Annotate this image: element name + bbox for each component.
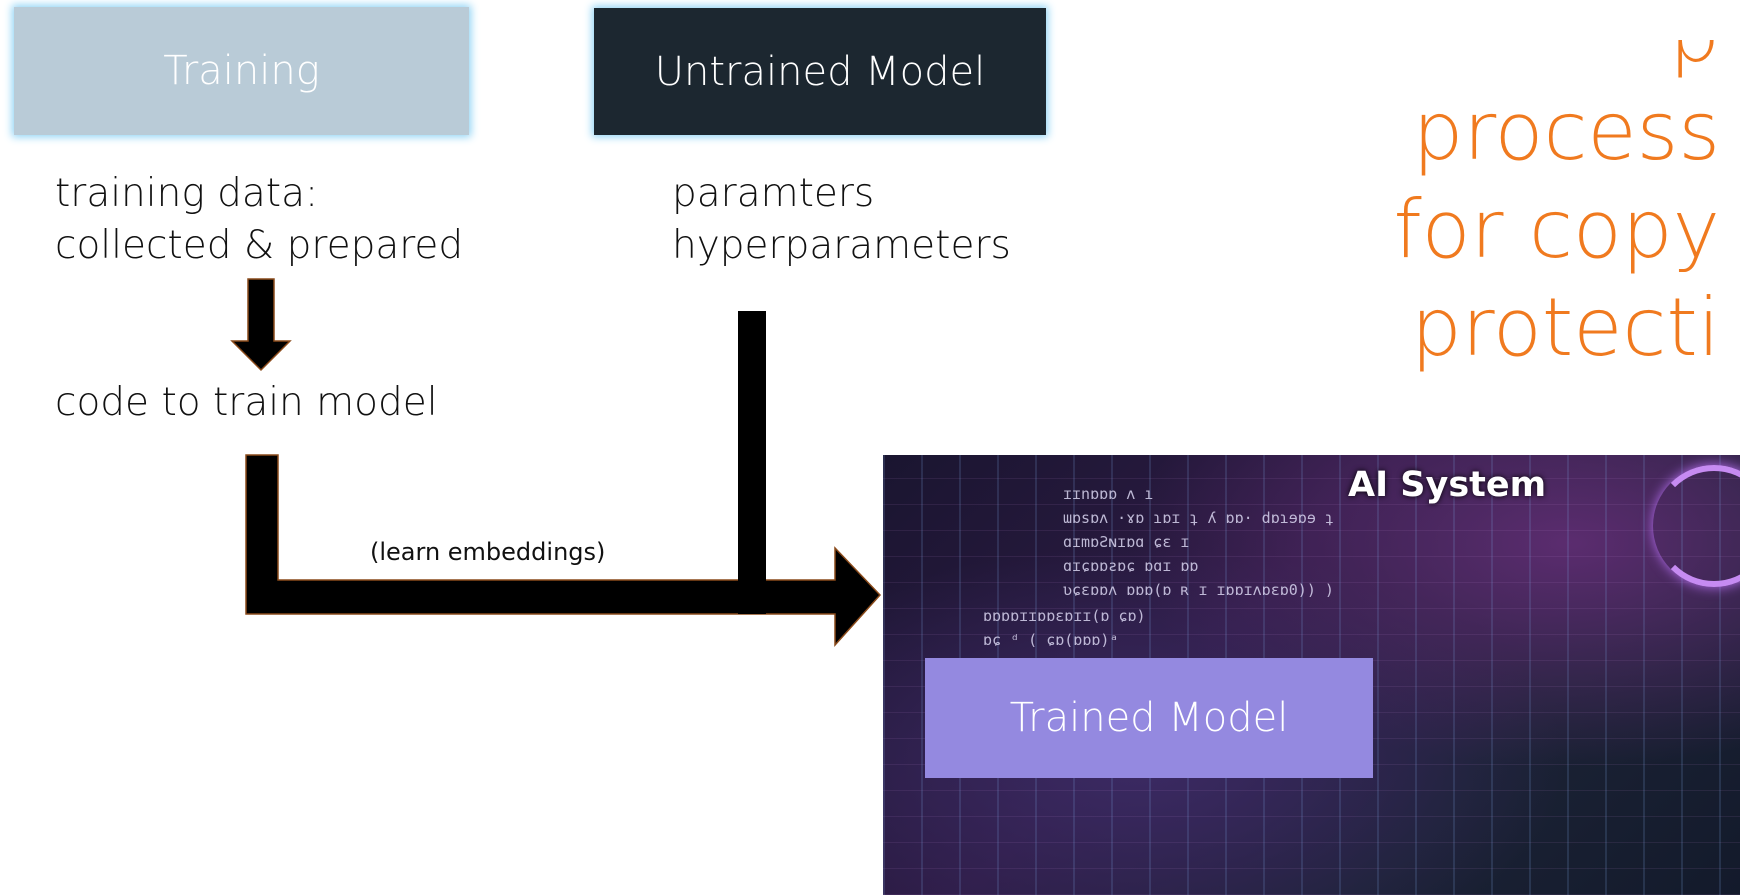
ai-system-title: AI System <box>1348 465 1547 505</box>
code-line: ɑɪmɒƧɴɪɒɑ ɕɛ ɪ <box>1063 533 1190 551</box>
code-line: ɒɕ ᵈ ( ɕɒ(ɒɒɒ)ᵃ <box>983 631 1119 649</box>
collected-prepared-label: collected & prepared <box>55 223 464 268</box>
code-to-train-label: code to train model <box>55 380 438 425</box>
untrained-model-box: Untrained Model <box>594 8 1046 135</box>
code-line: ɯɒsɒʌ ·ɤɒ ɿɒɪ ʇ ʎ ɒɒ· dɒɿɘɒɘ ʇ <box>1063 509 1334 527</box>
training-box: Training <box>14 7 469 135</box>
parameters-connector <box>738 311 766 614</box>
training-flow-arrow <box>245 454 882 647</box>
learn-embeddings-label: (learn embeddings) <box>370 538 605 566</box>
copyright-heading: p process for copy protecti <box>1020 40 1720 377</box>
parameters-label: paramters <box>672 171 875 216</box>
heading-line-3: for copy <box>1393 183 1720 276</box>
heading-line-2: process <box>1412 85 1720 178</box>
code-line: ɒɒɒɒɪɪɒɒɛɒɪɪ(ɒ ɕɒ) <box>983 607 1146 625</box>
code-line: ʋɕɛɒɒʌ ɒɒɒ(ɒ ʀ ɪ ɪɒɒɪʌɒɛɒ0)) ) <box>1063 581 1334 599</box>
heading-line-4: protecti <box>1410 281 1720 374</box>
hyperparameters-label: hyperparameters <box>672 223 1011 268</box>
heading-line-1: p <box>1020 40 1720 83</box>
code-line: ɑɪɕɒɒƨɒɕ ɒɑɪ ɒɒ <box>1063 557 1199 575</box>
glow-ring-icon <box>1653 465 1740 587</box>
trained-model-box: Trained Model <box>925 658 1373 778</box>
down-arrow <box>230 278 292 372</box>
training-data-label: training data: <box>55 171 319 216</box>
code-line: ɪɪnɒɒɒ ʌ ı <box>1063 485 1154 503</box>
